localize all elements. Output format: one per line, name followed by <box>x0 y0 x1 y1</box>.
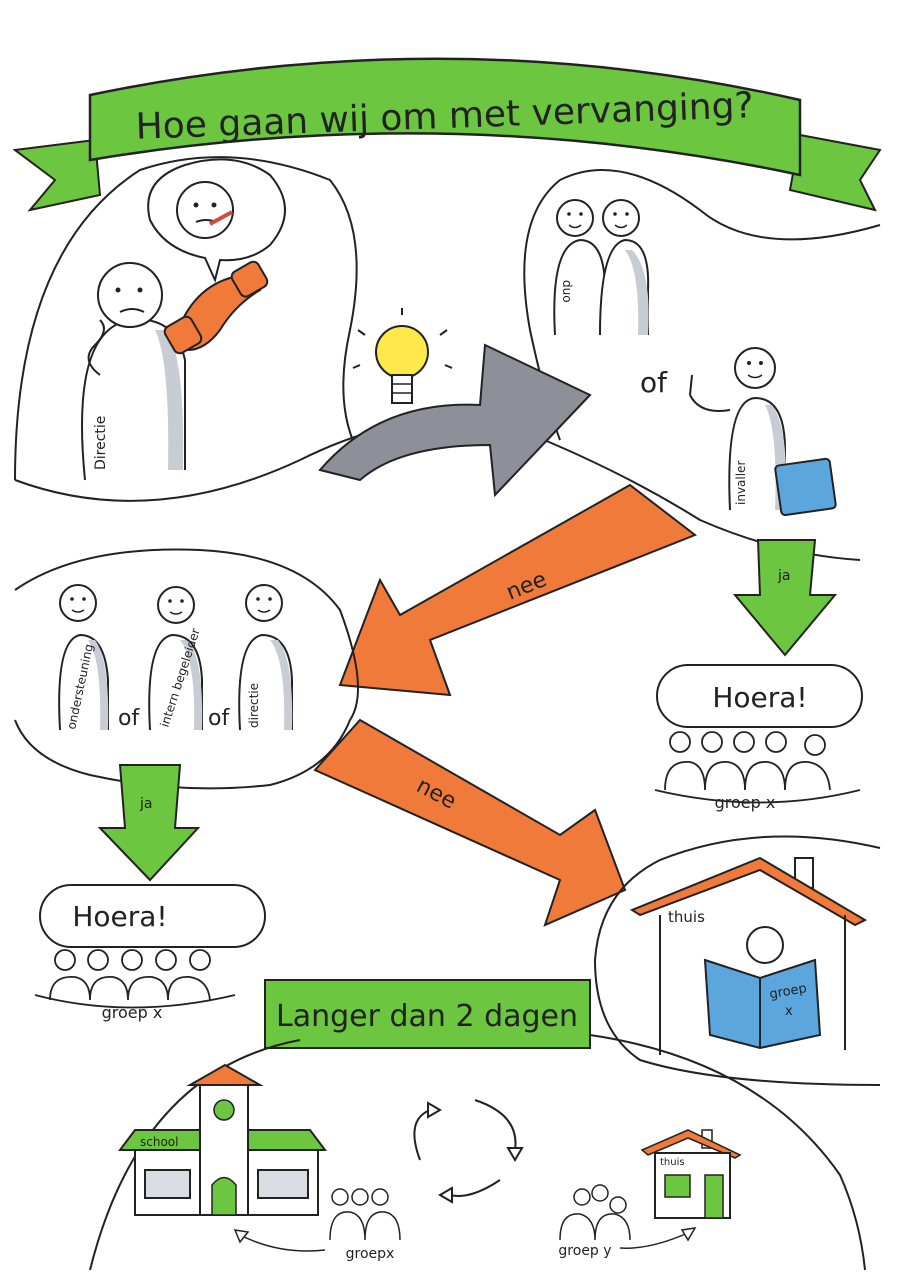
invaller-label: invaller <box>734 461 748 505</box>
groepx-group-bottom: groepx <box>233 1188 401 1262</box>
panel-bottom-dome <box>89 1034 866 1271</box>
gray-arrow <box>318 343 592 498</box>
phone-icon <box>163 260 269 355</box>
school-label: school <box>140 1135 178 1149</box>
group-faces-right: groep x <box>654 731 861 812</box>
groepy-group-bottom: groep y <box>558 1184 697 1259</box>
cycle-arrows-icon <box>413 1099 524 1204</box>
ondersteuning-figures: ondersteuning of intern begeleider of di… <box>58 584 293 731</box>
hoera-text-right: Hoera! <box>712 681 807 714</box>
of-label-mid-2: of <box>208 706 230 731</box>
invaller-figure: invaller <box>689 347 837 516</box>
book-groep-label: groep <box>768 981 808 1002</box>
hoera-bubble-right: Hoera! <box>656 664 863 728</box>
panel-thuis-outline <box>593 835 881 1086</box>
panel-duo-outline <box>523 169 881 441</box>
briefcase-icon <box>774 457 837 516</box>
hoera-text-left: Hoera! <box>72 900 167 933</box>
duo-figures: duo <box>553 199 650 336</box>
orange-arrow-nee-top <box>338 483 698 697</box>
thuis-label-small: thuis <box>660 1157 685 1168</box>
book-icon <box>703 958 822 1050</box>
panel-directie-outline <box>14 156 371 481</box>
directie-figure: Directie <box>81 262 186 481</box>
directie-label: Directie <box>93 416 109 470</box>
hoera-bubble-left: Hoera! <box>39 884 266 948</box>
groepy-label-bottom: groep y <box>558 1243 611 1259</box>
ja-label-left: ja <box>139 796 152 812</box>
thuis-house-small: thuis <box>640 1129 742 1219</box>
of-label-mid-1: of <box>118 706 140 731</box>
orange-arrow-nee-bottom <box>313 718 627 927</box>
langer-label: Langer dan 2 dagen <box>276 999 578 1034</box>
thuis-house-large: thuis groep x <box>629 856 868 1055</box>
of-label-top: of <box>640 366 668 399</box>
groepx-label-left: groep x <box>102 1003 163 1022</box>
group-faces-left: groep x <box>34 949 236 1022</box>
langer-dan-2-dagen-box: Langer dan 2 dagen <box>264 979 591 1049</box>
ja-label-right: ja <box>777 568 790 584</box>
panel-ondersteuning-outline <box>14 548 359 790</box>
school-building: school <box>118 1063 327 1216</box>
thuis-label-large: thuis <box>668 908 705 926</box>
directie-label-small: directie <box>247 683 261 728</box>
green-arrow-ja-right: ja <box>732 539 838 657</box>
green-arrow-ja-left: ja <box>97 764 201 882</box>
book-x-label: x <box>785 1004 793 1019</box>
groepx-label-right: groep x <box>715 793 776 812</box>
duo-label: duo <box>560 280 574 303</box>
clock-icon <box>213 1099 235 1121</box>
title-banner: Hoe gaan wij om met vervanging? <box>12 57 882 212</box>
speech-bubble-sick <box>147 158 286 284</box>
lightbulb-icon <box>352 308 453 404</box>
groepx-label-bottom: groepx <box>346 1246 395 1262</box>
thermometer-icon <box>209 210 233 226</box>
